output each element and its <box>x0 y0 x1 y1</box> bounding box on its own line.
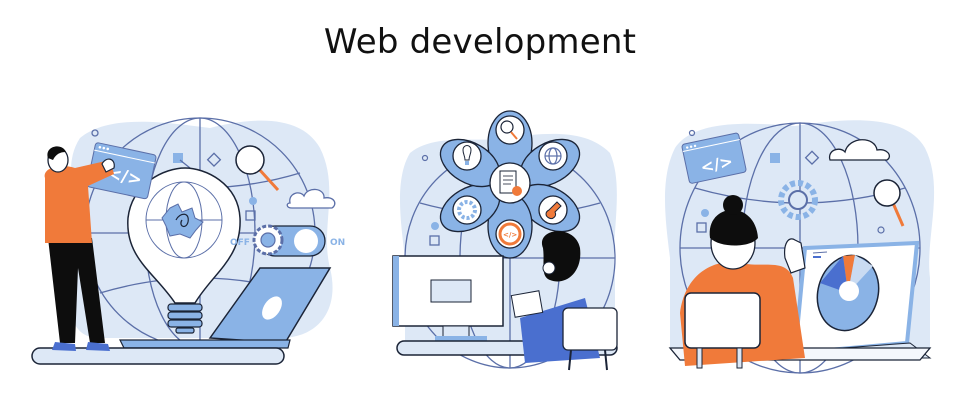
gear-icon <box>161 203 204 239</box>
toggle-off-label: OFF <box>230 238 250 248</box>
network-illustration: </> <box>392 110 618 371</box>
code-glyph: </> <box>503 231 517 239</box>
person-developer <box>44 146 115 351</box>
code-window: </> <box>681 132 747 184</box>
computer-monitor <box>392 255 504 342</box>
laptop <box>119 267 332 349</box>
lightbulb-icon <box>127 167 241 334</box>
person-coder <box>510 231 618 371</box>
toggle-on-label: ON <box>330 238 345 248</box>
toggle-switch[interactable]: OFF ON <box>230 224 345 257</box>
analytics-illustration: </> <box>665 120 935 374</box>
cloud-icon <box>286 188 336 209</box>
code-window: </> <box>86 142 157 200</box>
page-title: Web development <box>323 22 637 62</box>
network-scene: </> <box>385 108 625 383</box>
bulb-base <box>167 303 203 334</box>
magnifier-icon <box>873 179 905 227</box>
gear-icon <box>778 180 818 220</box>
magnifier-icon <box>235 145 280 192</box>
desk <box>31 347 285 365</box>
diamond-decoration <box>206 152 222 167</box>
magnifier-icon <box>495 115 525 145</box>
pie-chart <box>816 254 880 332</box>
square-decoration <box>173 153 183 163</box>
cloud-icon <box>828 139 891 161</box>
person-analyst <box>680 195 806 369</box>
dot-decoration <box>91 129 99 137</box>
analytics-scene: </> <box>655 108 950 383</box>
idea-scene: OFF ON </> <box>20 108 360 383</box>
idea-illustration: OFF ON </> <box>31 117 345 365</box>
